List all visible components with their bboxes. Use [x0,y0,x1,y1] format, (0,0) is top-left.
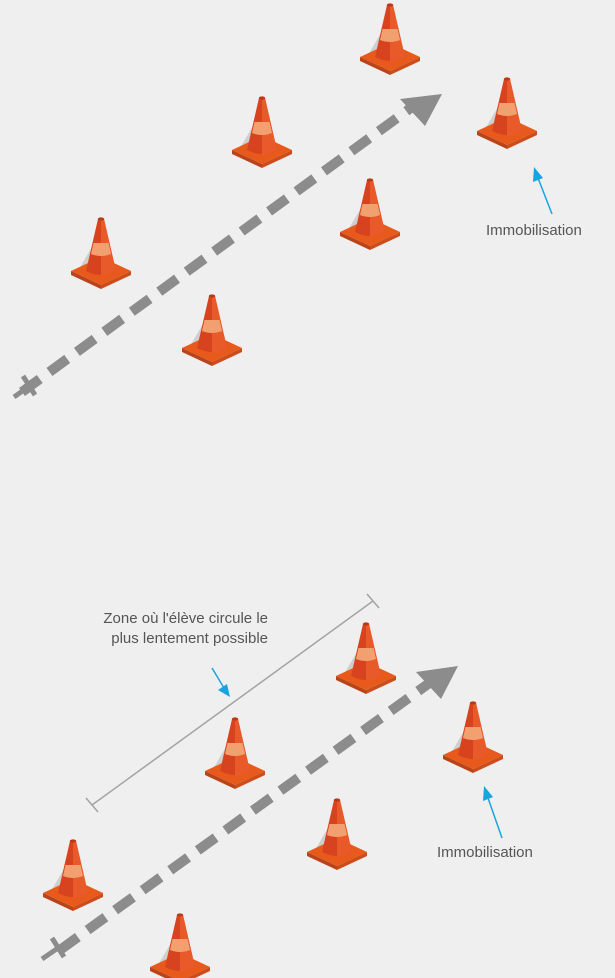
slow-zone-label: Zone où l'élève circule le plus lentemen… [48,609,268,649]
top-pointer-arrow [533,167,552,214]
bottom-dashed-path [42,666,458,959]
bottom-stop-label: Immobilisation [437,843,533,863]
traffic-cone-icon [43,839,103,911]
top-stop-label: Immobilisation [486,221,582,241]
traffic-cone-icon [443,701,503,773]
slow-zone-label-line1: Zone où l'élève circule le [48,609,268,629]
bottom-diagram [42,594,503,978]
top-diagram [14,3,552,397]
traffic-cone-icon [205,717,265,789]
traffic-cone-icon [182,294,242,366]
zone-pointer-arrow [212,668,230,697]
traffic-cone-icon [71,217,131,289]
traffic-cone-icon [336,622,396,694]
traffic-cone-icon [340,178,400,250]
traffic-cone-icon [307,798,367,870]
traffic-cone-icon [477,77,537,149]
bottom-pointer-arrow [483,786,502,838]
slow-zone-label-line2: plus lentement possible [48,629,268,649]
traffic-cone-icon [232,96,292,168]
traffic-cone-icon [150,913,210,978]
traffic-cone-icon [360,3,420,75]
